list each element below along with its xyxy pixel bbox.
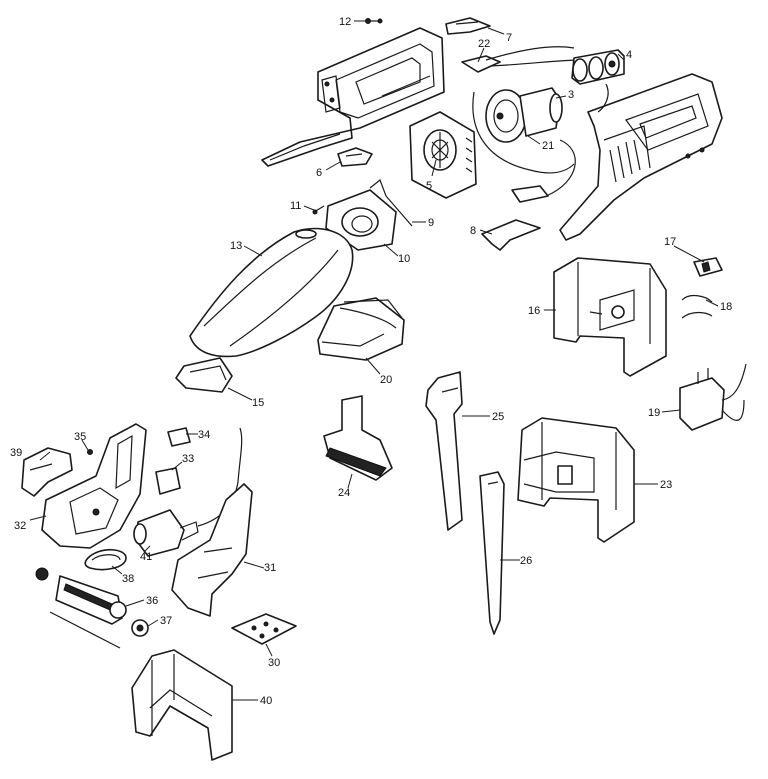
part-13-dust-cup [189,227,354,358]
callout-32: 32 [14,520,26,532]
part-31-nozzle-cover [171,483,253,617]
callout-25: 25 [492,411,504,423]
callout-6: 6 [316,167,322,179]
callout-9: 9 [428,217,434,229]
lower-housing-half [559,73,723,241]
callout-39: 39 [10,447,22,459]
callout-16: 16 [528,305,540,317]
part-20-nozzle-frame [317,297,405,361]
part-18-springs [681,294,713,319]
part-5-fan-housing [409,111,477,199]
part-22-switch [461,46,581,73]
callout-22: 22 [478,38,490,50]
part-34-clip [167,427,191,447]
part-17-contacts [693,257,723,277]
callout-7: 7 [506,32,512,44]
callout-38: 38 [122,573,134,585]
part-23-charger-base-large [517,417,635,543]
part-7-switch-contact [445,17,491,35]
part-9-filter-tab [369,179,413,227]
part-12-screw [365,18,383,24]
callout-41: 41 [140,551,152,563]
callout-34: 34 [198,429,210,441]
part-33-block [155,467,181,495]
part-15-valve [175,357,233,393]
callout-17: 17 [664,236,676,248]
part-11-screw [312,205,325,215]
part-37-bearing [131,619,149,637]
part-30-hardware-kit [231,613,297,645]
part-19-adapter [679,363,747,431]
part-41-motor [133,427,243,557]
part-32-nozzle-housing [41,423,147,549]
part-36-brush-roll [35,567,127,625]
callout-18: 18 [720,301,732,313]
part-16-charger-base [553,257,667,377]
upper-housing-half [261,27,445,167]
callout-33: 33 [182,453,194,465]
leader-lines [29,20,719,701]
callout-15: 15 [252,397,264,409]
part-10-filter-frame [325,189,397,251]
part-6-latch [337,147,373,167]
part-39-pedal [21,447,73,497]
callout-23: 23 [660,479,672,491]
part-3-motor [485,87,563,143]
callout-13: 13 [230,240,242,252]
callout-35: 35 [74,431,86,443]
part-40-base-cover [131,649,233,761]
part-38-belt [84,548,127,571]
callout-31: 31 [264,562,276,574]
callout-37: 37 [160,615,172,627]
callout-30: 30 [268,657,280,669]
callout-24: 24 [338,487,350,499]
callout-8: 8 [470,225,476,237]
callout-12: 12 [339,16,351,28]
callout-10: 10 [398,253,410,265]
callout-36: 36 [146,595,158,607]
part-25-crevice-tool [425,371,463,531]
part-21-motor-mount [472,91,576,203]
callout-3: 3 [568,89,574,101]
part-35-screw [87,449,93,455]
part-26-wand [479,471,505,635]
callout-21: 21 [542,140,554,152]
axle-rod [49,611,121,649]
part-24-upholstery-tool [323,395,393,481]
callout-4: 4 [626,49,632,61]
callout-11: 11 [290,200,301,212]
callout-labels: 12 7 22 4 3 21 6 5 11 9 10 8 13 17 16 18… [10,16,732,707]
callout-40: 40 [260,695,272,707]
callout-20: 20 [380,374,392,386]
part-4-battery-pack [571,49,625,85]
callout-26: 26 [520,555,532,567]
callout-5: 5 [426,180,432,192]
part-8-clip [481,219,541,251]
callout-19: 19 [648,407,660,419]
